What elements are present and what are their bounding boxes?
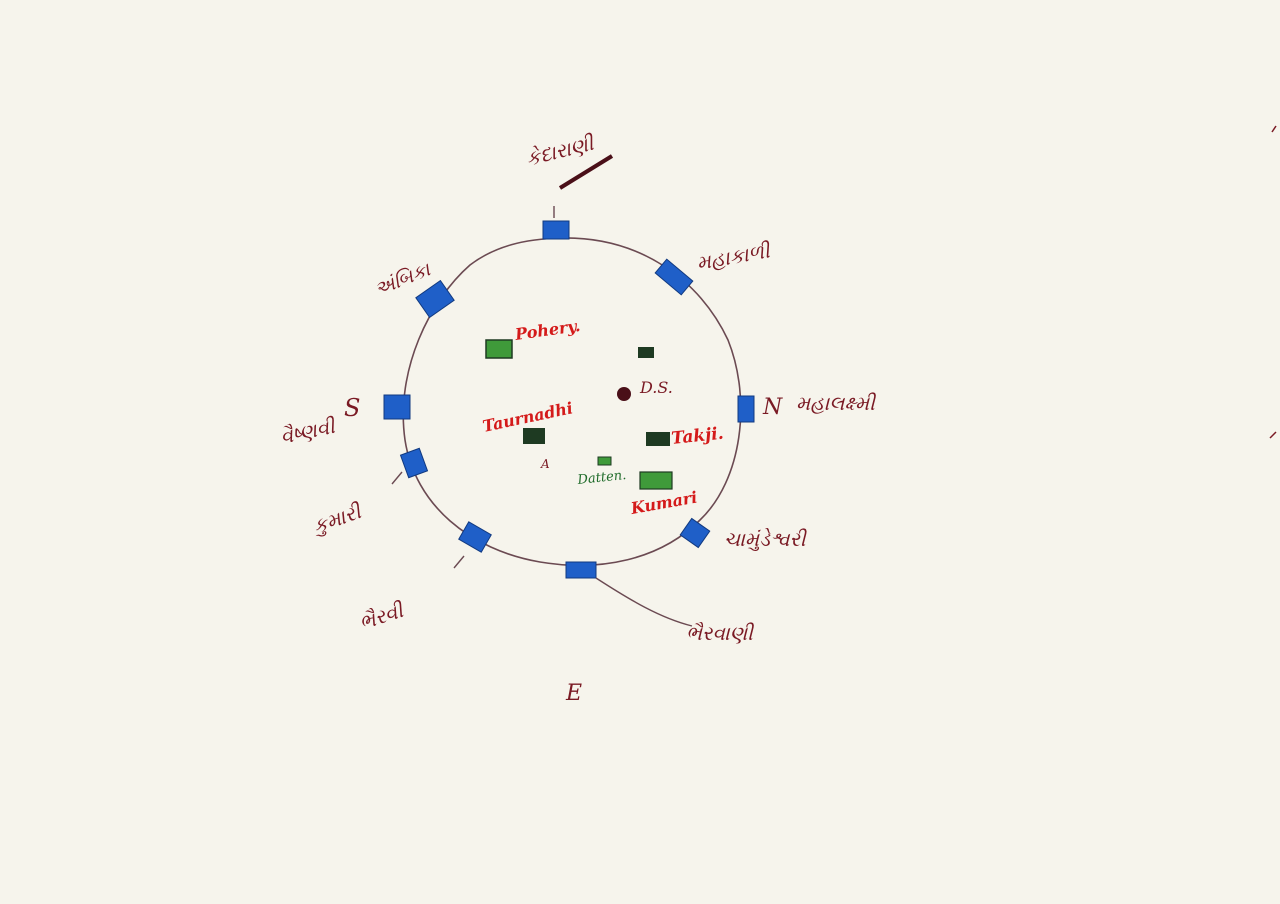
label-datten: Datten. (576, 468, 627, 488)
tick-lower-left (453, 555, 465, 569)
label-gate-right: મહાલક્ષ્મી (796, 391, 877, 415)
label-ds: D.S. (639, 378, 673, 397)
label-gate-top-right: મહાકાળી (695, 238, 774, 275)
shrine-taurnadhi (523, 428, 545, 444)
label-pohery: Pohery. (513, 316, 582, 344)
shrine-takji (646, 432, 670, 446)
direction-south: S (344, 394, 360, 422)
gate-left-marker (383, 394, 411, 420)
connector-lines (391, 206, 693, 627)
label-gate-lower-left: ભૈરવી (356, 597, 408, 634)
direction-north: N (762, 395, 783, 420)
inner-shrines (485, 339, 673, 490)
gate-bottom-connector (595, 577, 693, 627)
label-gate-lower-right: ચામુંડેશ્વરી (724, 527, 808, 551)
gate-bottom-marker (565, 561, 597, 579)
gate-top-right-marker (654, 258, 694, 296)
label-gate-bottom: ભૈરવાણી (686, 621, 755, 645)
shrine-ds-dot (617, 387, 631, 401)
enclosure-circle (402, 237, 742, 567)
gate-top-marker (542, 220, 570, 240)
label-gate-top: કેદારાણી (523, 130, 598, 170)
shrine-top-right (638, 347, 654, 358)
shrine-pohery (485, 339, 513, 359)
gate-top-left-marker (415, 279, 455, 319)
shrine-kumari (639, 471, 673, 490)
edge-mark-1 (1271, 125, 1277, 133)
gate-right-marker (737, 395, 755, 423)
shrine-datten (597, 456, 612, 466)
tick-left-low (391, 471, 403, 485)
gate-top-strike (558, 154, 614, 190)
label-takji: Takji. (670, 424, 724, 449)
label-a-mark: A (540, 457, 550, 471)
label-gate-left-low: કુમારી (308, 499, 366, 540)
gate-markers (383, 220, 755, 579)
gate-left-low-marker (399, 447, 429, 479)
direction-east: E (565, 681, 582, 706)
gate-lower-left-marker (458, 521, 492, 553)
label-gate-left: વૈષ્ણવી (278, 414, 339, 449)
gate-lower-right-marker (679, 517, 711, 549)
edge-mark-2 (1269, 431, 1277, 439)
label-kumari: Kumari (628, 488, 698, 519)
